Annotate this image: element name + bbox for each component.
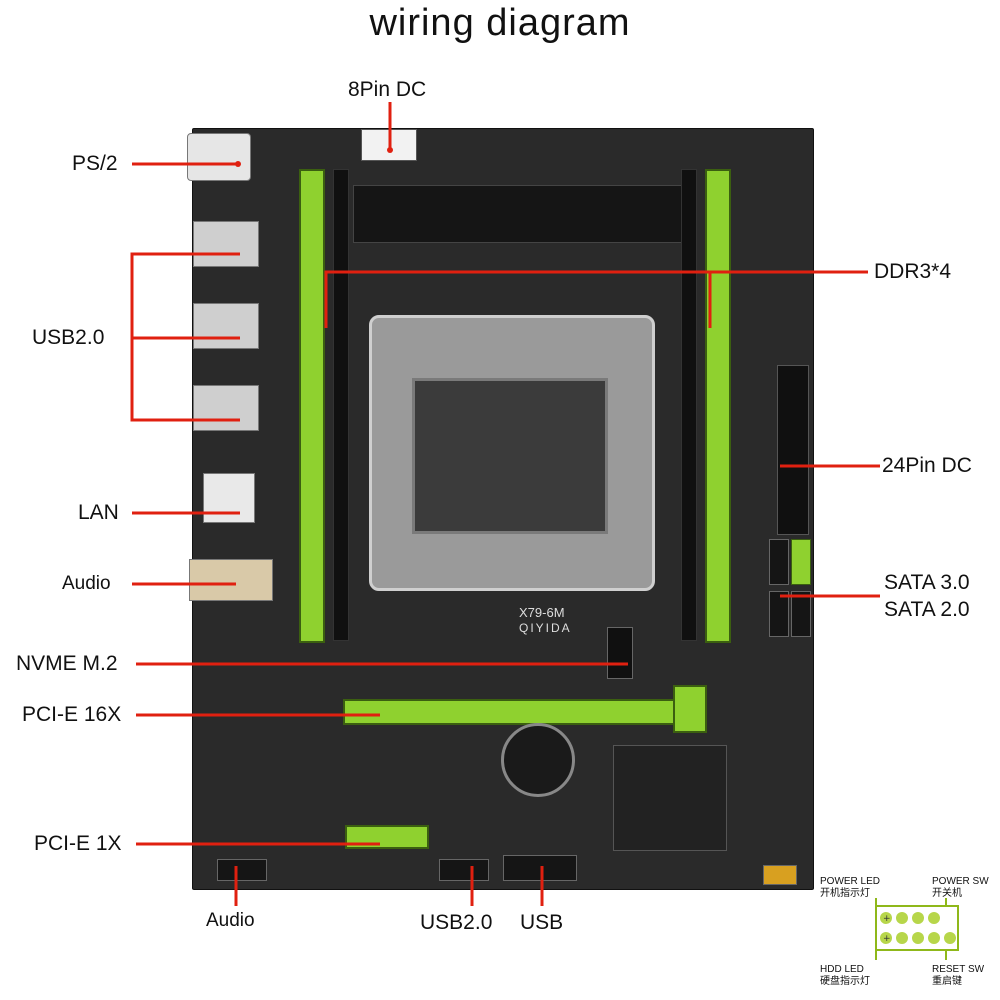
ram-slot-4 xyxy=(705,169,731,643)
cmos-battery xyxy=(501,723,575,797)
board-brand: QIYIDA xyxy=(519,621,572,635)
label-8pin-dc: 8Pin DC xyxy=(348,78,427,101)
chipset-heatsink xyxy=(613,745,727,851)
legend-hdd-led: HDD LED xyxy=(820,964,864,975)
label-sata2: SATA 2.0 xyxy=(884,598,970,621)
label-usb-bottom: USB xyxy=(520,911,564,934)
audio-header xyxy=(217,859,267,881)
sata-port-1 xyxy=(769,539,789,585)
legend-power-sw: POWER SW xyxy=(932,876,989,887)
legend-power-sw-cn: 开关机 xyxy=(932,888,962,899)
legend-reset-sw: RESET SW xyxy=(932,964,985,975)
ram-slot-1 xyxy=(299,169,325,643)
usb-port-2 xyxy=(193,303,259,349)
label-pcie16: PCI-E 16X xyxy=(22,703,122,726)
sata-port-4 xyxy=(791,591,811,637)
svg-text:+: + xyxy=(883,934,891,944)
label-audio-left: Audio xyxy=(62,573,111,594)
front-panel-header xyxy=(763,865,797,885)
pointer-ddr3 xyxy=(324,270,868,328)
motherboard: X79-6M QIYIDA xyxy=(187,128,814,890)
label-pcie1: PCI-E 1X xyxy=(34,832,122,855)
cpu-socket-center xyxy=(412,378,608,534)
label-audio-bottom: Audio xyxy=(206,910,255,931)
label-24pin-dc: 24Pin DC xyxy=(882,454,972,477)
diagram-title: wiring diagram xyxy=(369,2,631,44)
svg-text:+: + xyxy=(883,914,891,924)
ps2-port xyxy=(187,133,251,181)
label-lan: LAN xyxy=(78,501,119,524)
label-ddr3: DDR3*4 xyxy=(874,260,952,283)
vrm-heatsink xyxy=(353,185,695,243)
legend-power-led-cn: 开机指示灯 xyxy=(820,888,870,899)
pcie-16x-latch xyxy=(673,685,707,733)
cpu-socket xyxy=(369,315,655,591)
audio-port xyxy=(189,559,273,601)
usb20-header xyxy=(439,859,489,881)
label-nvme: NVME M.2 xyxy=(16,652,118,675)
ram-slot-2 xyxy=(333,169,349,641)
legend-reset-sw-cn: 重启键 xyxy=(932,976,962,987)
label-ps2: PS/2 xyxy=(72,152,118,175)
usb-port-3 xyxy=(193,385,259,431)
usb-port-1 xyxy=(193,221,259,267)
board-model: X79-6M xyxy=(519,605,565,620)
sata-port-3 xyxy=(769,591,789,637)
nvme-slot xyxy=(607,627,633,679)
usb-header xyxy=(503,855,577,881)
pcie-16x-slot xyxy=(343,699,677,725)
ram-slot-3 xyxy=(681,169,697,641)
legend-power-led: POWER LED xyxy=(820,876,881,887)
lan-port xyxy=(203,473,255,523)
24pin-connector xyxy=(777,365,809,535)
sata-port-2 xyxy=(791,539,811,585)
front-panel-legend: POWER LED 开机指示灯 POWER SW 开关机 + + HDD LED… xyxy=(816,870,996,996)
label-usb20-left: USB2.0 xyxy=(32,326,105,349)
label-usb20-bottom: USB2.0 xyxy=(420,911,493,934)
legend-hdd-led-cn: 硬盘指示灯 xyxy=(820,976,870,987)
label-sata3: SATA 3.0 xyxy=(884,571,970,594)
front-panel-pin-diagram: + + xyxy=(875,898,959,960)
